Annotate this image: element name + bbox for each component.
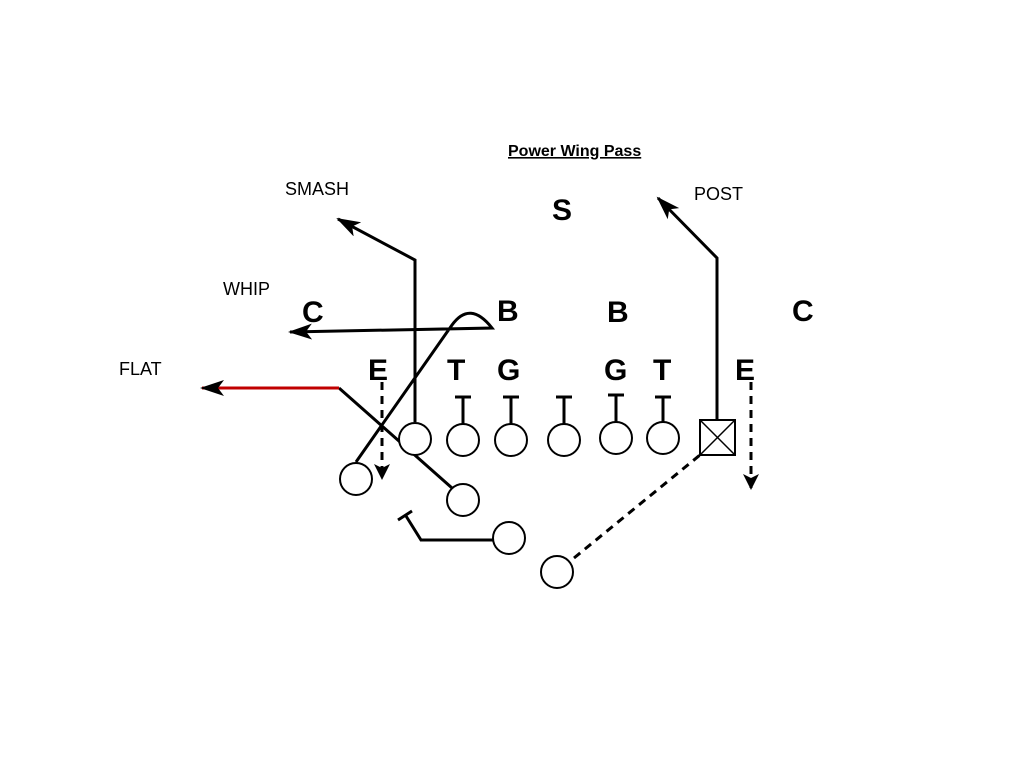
block-right-guard <box>608 393 624 424</box>
player-right-end <box>699 419 736 456</box>
defense-right-end: E <box>735 354 755 387</box>
post-route <box>656 196 719 420</box>
x-mark-icon <box>699 419 736 456</box>
post-label: POST <box>694 184 743 204</box>
smash-label: SMASH <box>285 179 349 199</box>
defense-right-backer: B <box>607 296 629 329</box>
block-right-tackle <box>655 395 671 424</box>
whip-label: WHIP <box>223 279 270 299</box>
player-fullback <box>492 521 526 555</box>
block-left-guard <box>503 395 519 424</box>
smash-route <box>336 217 417 422</box>
player-left-guard <box>494 423 528 457</box>
defense-left-backer: B <box>497 295 519 328</box>
player-quarterback <box>540 555 574 589</box>
player-right-tackle <box>646 421 680 455</box>
defense-left-guard: G <box>497 354 520 387</box>
defense-left-end: E <box>368 354 388 387</box>
play-title: Power Wing Pass <box>508 143 641 160</box>
defense-left-corner: C <box>302 296 324 329</box>
defense-right-corner: C <box>792 295 814 328</box>
defense-safety: S <box>552 194 572 227</box>
fullback-block <box>397 509 493 542</box>
defense-left-tackle: T <box>447 354 465 387</box>
qb-toss-path <box>573 453 701 560</box>
flat-label: FLAT <box>119 359 162 379</box>
defense-right-guard: G <box>604 354 627 387</box>
player-right-guard <box>599 421 633 455</box>
player-left-tackle <box>446 423 480 457</box>
block-center <box>556 395 572 424</box>
player-halfback <box>446 483 480 517</box>
line-blocks <box>455 393 671 424</box>
block-left-tackle <box>455 395 471 424</box>
flat-route-stem <box>338 386 453 490</box>
player-left-end <box>398 422 432 456</box>
defense-right-tackle: T <box>653 354 671 387</box>
player-wingback <box>339 462 373 496</box>
whip-route <box>288 311 496 463</box>
player-center <box>547 423 581 457</box>
